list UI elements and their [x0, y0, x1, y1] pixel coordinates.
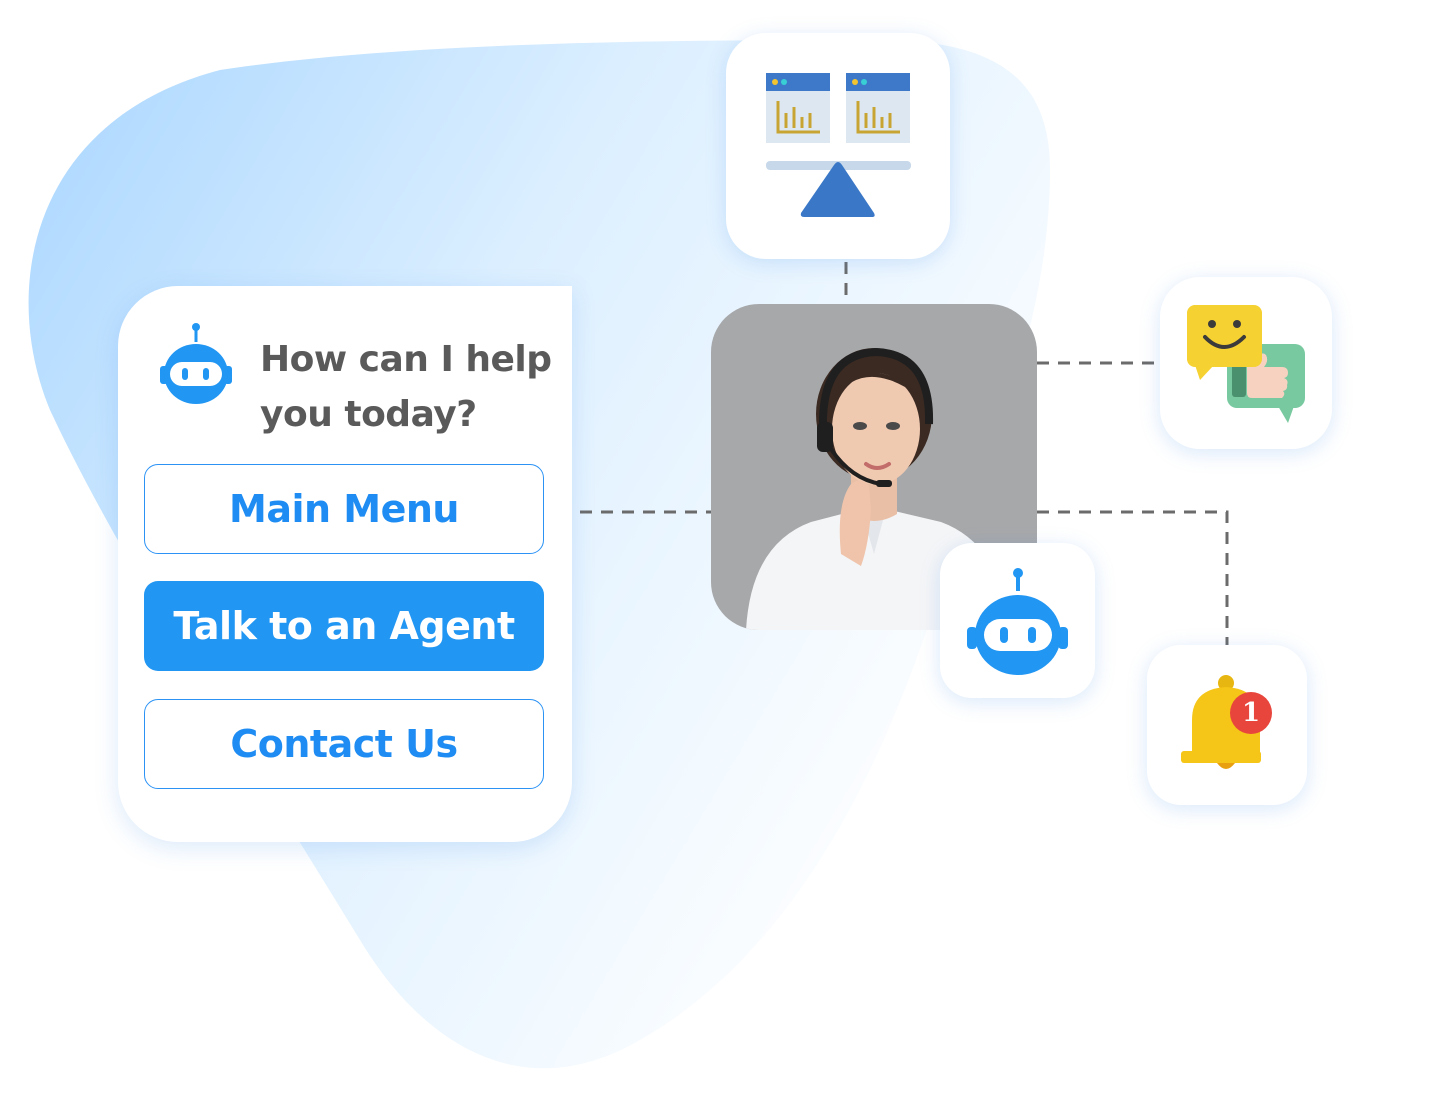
notification-tile: 1	[1147, 645, 1307, 805]
robot-icon	[160, 323, 232, 404]
chat-greeting: How can I help you today?	[260, 339, 552, 435]
talk-to-agent-button[interactable]: Talk to an Agent	[144, 581, 544, 671]
support-agent-photo	[711, 304, 1037, 630]
dashboard-tile	[726, 33, 950, 259]
bot-tile	[940, 543, 1095, 698]
chat-header: How can I help you today?	[158, 322, 558, 435]
chatbot-widget: How can I help you today? Main Menu Talk…	[118, 286, 572, 842]
contact-us-button[interactable]: Contact Us	[144, 699, 544, 789]
feedback-chat-icon	[1187, 305, 1305, 423]
main-menu-button[interactable]: Main Menu	[144, 464, 544, 554]
notification-badge-count: 1	[1241, 698, 1261, 728]
robot-icon	[967, 568, 1068, 675]
ab-test-balance-icon	[766, 73, 911, 217]
feedback-tile	[1160, 277, 1332, 449]
notification-bell-icon	[1181, 675, 1272, 769]
